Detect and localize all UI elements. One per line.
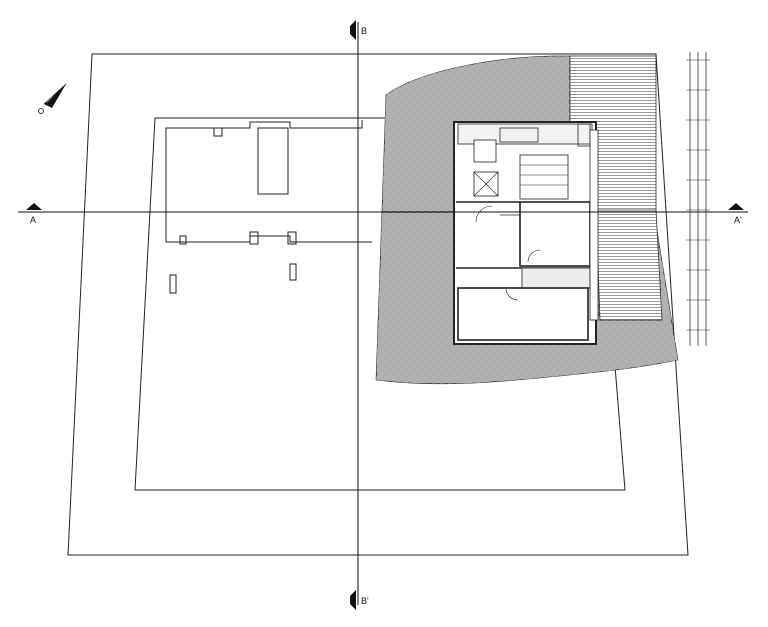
site-boundary	[67, 53, 689, 556]
existing-structure	[165, 120, 372, 294]
svg-text:A: A	[30, 215, 36, 225]
svg-text:A': A'	[734, 215, 742, 225]
section-marker-icon	[350, 590, 356, 610]
section-marker-icon	[350, 20, 356, 40]
section-marker-a: A	[26, 203, 42, 225]
deck-area-lower	[595, 209, 663, 321]
house-plan	[453, 121, 599, 345]
section-marker-b-prime: B'	[350, 590, 369, 610]
dimension-chains	[686, 52, 710, 346]
section-marker-a-prime: A'	[728, 203, 744, 225]
section-marker-icon	[728, 203, 744, 210]
north-arrow-icon	[38, 83, 67, 114]
section-marker-icon	[26, 203, 42, 210]
svg-text:B': B'	[361, 596, 369, 606]
svg-text:B: B	[361, 26, 367, 36]
section-marker-b: B	[350, 20, 367, 40]
